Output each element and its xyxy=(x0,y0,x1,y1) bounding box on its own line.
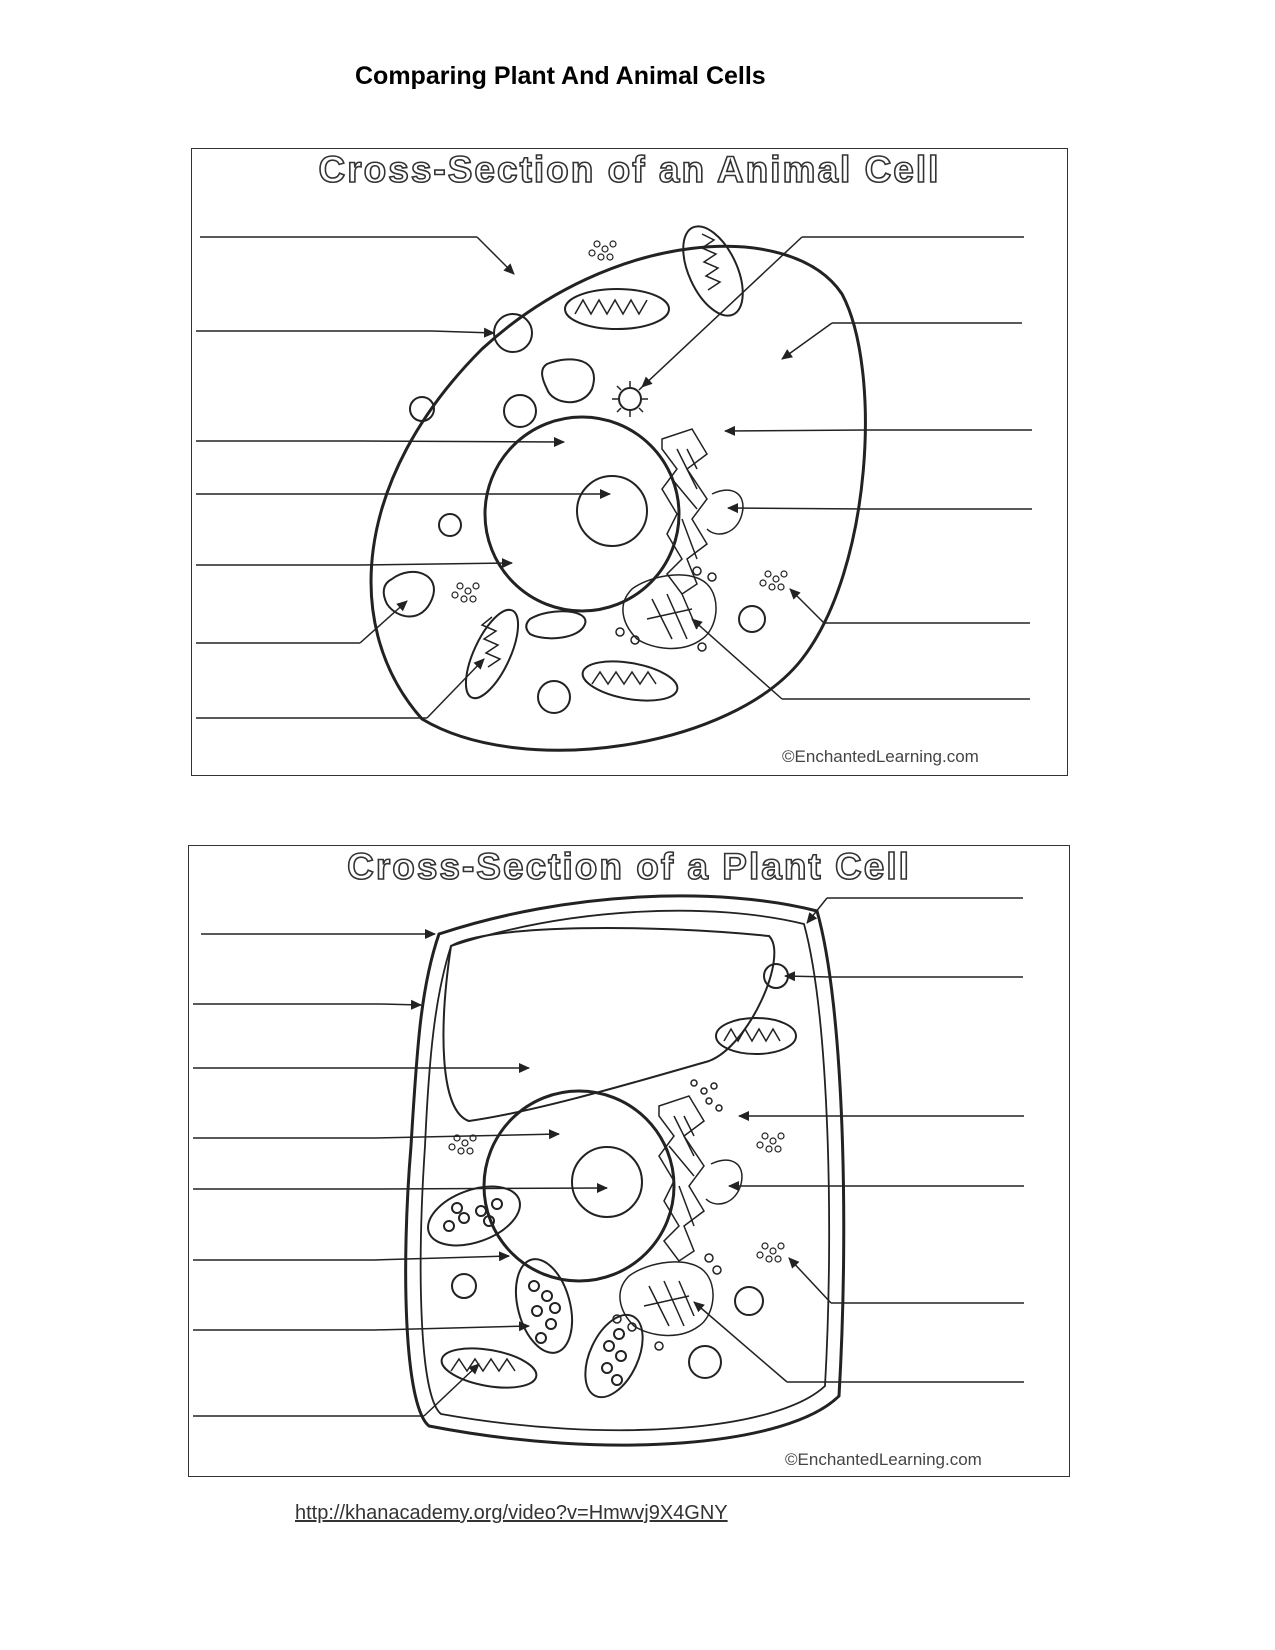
mitochondrion-icon xyxy=(682,225,744,317)
chloroplast-icon xyxy=(584,1313,644,1399)
source-video-link[interactable]: http://khanacademy.org/video?v=Hmwvj9X4G… xyxy=(295,1502,728,1524)
label-leader-lines xyxy=(196,236,1032,719)
plant-cell-membrane xyxy=(419,909,831,1432)
plant-cell-drawing xyxy=(193,894,1024,1447)
ribosome-cluster-icon xyxy=(588,240,617,261)
page-title: Comparing Plant And Animal Cells xyxy=(355,62,766,90)
mitochondrion-icon xyxy=(581,660,679,702)
ribosome-cluster-icon xyxy=(756,1132,785,1153)
plant-diagram-title: Cross-Section of a Plant Cell xyxy=(346,845,911,888)
label-leader-lines xyxy=(193,897,1024,1417)
ribosome-cluster-icon xyxy=(756,1242,785,1263)
mitochondrion-icon xyxy=(440,1347,538,1389)
plant-nucleus xyxy=(482,1089,676,1283)
chloroplast-icon xyxy=(514,1258,574,1354)
animal-cell-diagram: Cross-Section of an Animal Cell xyxy=(191,148,1068,776)
animal-nucleolus xyxy=(576,475,648,547)
animal-diagram-credit: ©EnchantedLearning.com xyxy=(782,747,979,766)
chloroplast-icon xyxy=(427,1185,521,1247)
mitochondrion-icon xyxy=(464,608,520,700)
golgi-apparatus-icon xyxy=(658,1079,743,1263)
mitochondrion-icon xyxy=(564,288,670,330)
animal-nucleus xyxy=(483,415,681,613)
endoplasmic-reticulum-icon xyxy=(615,566,717,652)
animal-cell-membrane xyxy=(369,244,867,752)
ribosome-cluster-icon xyxy=(451,582,480,603)
animal-cell-drawing xyxy=(196,225,1032,752)
plant-diagram-credit: ©EnchantedLearning.com xyxy=(785,1450,982,1469)
centrosome-icon xyxy=(612,381,648,417)
animal-diagram-title: Cross-Section of an Animal Cell xyxy=(318,148,941,191)
mitochondrion-icon xyxy=(715,1017,797,1055)
plant-cell-diagram: Cross-Section of a Plant Cell xyxy=(188,845,1070,1477)
endoplasmic-reticulum-icon xyxy=(612,1253,722,1351)
central-vacuole xyxy=(442,926,776,1123)
plant-cell-wall xyxy=(404,894,846,1447)
ribosome-cluster-icon xyxy=(448,1134,477,1155)
golgi-apparatus-icon xyxy=(661,428,744,596)
plant-nucleolus xyxy=(571,1146,643,1218)
ribosome-cluster-icon xyxy=(759,570,788,591)
